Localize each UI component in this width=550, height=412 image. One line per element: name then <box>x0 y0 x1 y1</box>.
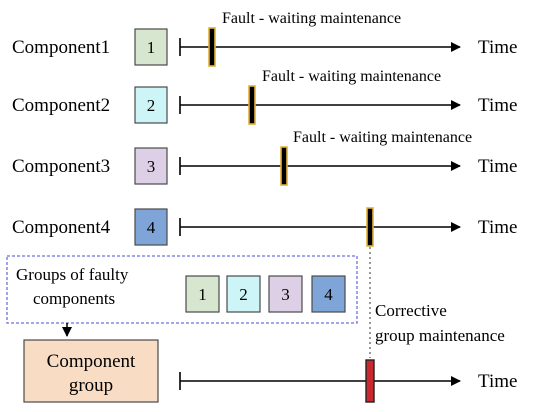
component1-number: 1 <box>147 38 156 57</box>
component3-box <box>134 147 168 185</box>
faulty-group-number-4: 4 <box>324 285 333 304</box>
component4-label: Component4 <box>12 217 111 238</box>
component4-fault-marker <box>366 207 374 247</box>
faulty-group-number-1: 1 <box>198 285 207 304</box>
faulty-group-box-1 <box>185 275 220 313</box>
component2-fault-marker <box>248 85 256 125</box>
faulty-group-label-line2: components <box>33 289 115 308</box>
component4-box <box>134 208 168 246</box>
faulty-group-box-2 <box>226 275 261 313</box>
faulty-group-number-3: 3 <box>281 285 290 304</box>
component4-number: 4 <box>147 218 156 237</box>
component3-label: Component3 <box>12 156 110 177</box>
component1-box <box>134 28 168 66</box>
corrective-label-line1: Corrective <box>375 301 447 320</box>
faulty-group-box-4 <box>311 275 346 313</box>
corrective-maintenance-marker <box>365 359 375 403</box>
component1-fault-marker <box>208 27 216 67</box>
component2-number: 2 <box>147 96 156 115</box>
component4-time-label: Time <box>478 217 517 238</box>
component2-label: Component2 <box>12 95 110 116</box>
group-time-label: Time <box>478 371 517 392</box>
component3-time-label: Time <box>478 156 517 177</box>
component2-time-label: Time <box>478 95 517 116</box>
component2-box <box>134 86 168 124</box>
component-group-label-line2: group <box>69 375 113 396</box>
component3-fault-label: Fault - waiting maintenance <box>293 129 472 146</box>
component3-fault-marker <box>280 146 288 186</box>
component-group-box <box>23 339 159 403</box>
faulty-group-number-2: 2 <box>239 285 248 304</box>
component2-fault-label: Fault - waiting maintenance <box>262 68 441 85</box>
component1-time-label: Time <box>478 37 517 58</box>
faulty-group-label-line1: Groups of faulty <box>16 265 129 284</box>
component-group-label-line1: Component <box>47 351 136 372</box>
component1-label: Component1 <box>12 37 110 58</box>
faulty-group-box-3 <box>268 275 303 313</box>
component1-fault-label: Fault - waiting maintenance <box>222 10 401 27</box>
component3-number: 3 <box>147 157 156 176</box>
corrective-label-line2: group maintenance <box>375 326 505 345</box>
faulty-group-frame <box>6 255 358 324</box>
